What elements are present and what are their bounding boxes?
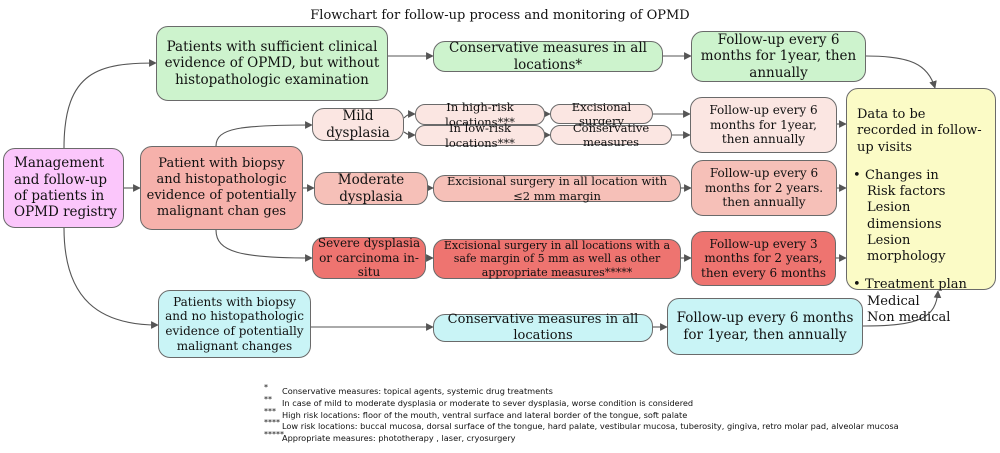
footnote-mark: ** xyxy=(264,394,272,404)
followup-moderate-node[interactable]: Follow-up every 6 months for 2 years. th… xyxy=(691,160,837,216)
conservative-mid-node[interactable]: Conservative measures xyxy=(550,121,672,149)
record-heading: Data to be recorded in follow-up visits xyxy=(857,107,982,155)
footnote-text: Appropriate measures: phototherapy , las… xyxy=(282,433,516,444)
connector-followup-top-to-record xyxy=(865,55,937,89)
followup-severe-node[interactable]: Follow-up every 3 months for 2 years, th… xyxy=(691,231,836,286)
footnotes: * Conservative measures: topical agents,… xyxy=(264,383,964,445)
connector-management-to-no-histo xyxy=(63,59,157,149)
high-risk-node[interactable]: In high-risk locations*** xyxy=(415,100,545,129)
connector-biopsy-pm-to-mild xyxy=(215,121,313,147)
footnote-text: Conservative measures: topical agents, s… xyxy=(282,386,553,396)
footnote: * Conservative measures: topical agents,… xyxy=(264,383,964,398)
biopsy-no-node[interactable]: Patients with biopsy and no histopatholo… xyxy=(158,290,311,358)
footnote-mark: ***** xyxy=(264,430,284,440)
followup-bottom-node[interactable]: Follow-up every 6 months for 1year, then… xyxy=(667,298,863,355)
low-risk-node[interactable]: In low-risk locations*** xyxy=(415,121,545,150)
connector-biopsy-pm-to-severe xyxy=(215,229,313,262)
no-histopathology-node[interactable]: Patients with sufficient clinical eviden… xyxy=(156,26,388,101)
footnote: *** High risk locations: floor of the mo… xyxy=(264,406,964,422)
record-changes: •Changes in xyxy=(853,167,939,183)
footnote: **** Low risk locations: buccal mucosa, … xyxy=(264,418,964,433)
record-change-item: Lesion morphology xyxy=(867,232,946,264)
moderate-dysplasia-node[interactable]: Moderate dysplasia xyxy=(314,172,428,205)
management-node[interactable]: Management and follow-up of patients in … xyxy=(3,148,124,228)
excisional-severe-node[interactable]: Excisional surgery in all locations with… xyxy=(433,239,681,279)
record-content: Data to be recorded in follow-up visits … xyxy=(853,107,989,326)
mild-dysplasia-node[interactable]: Mild dysplasia xyxy=(312,108,404,141)
conservative-top-node[interactable]: Conservative measures in all locations* xyxy=(433,40,663,73)
conservative-bottom-node[interactable]: Conservative measures in all locations xyxy=(433,312,653,343)
footnote: ***** Appropriate measures: phototherapy… xyxy=(264,430,964,445)
record-node[interactable]: Data to be recorded in follow-up visits … xyxy=(846,88,996,325)
footnote-text: Low risk locations: buccal mucosa, dorsa… xyxy=(282,421,899,432)
record-treatment-item: Medical xyxy=(867,293,920,309)
excisional-moderate-node[interactable]: Excisional surgery in all location with … xyxy=(433,174,681,203)
connector-mild-to-low-risk xyxy=(403,131,416,139)
connector-mild-to-high-risk xyxy=(403,110,416,119)
footnote-text: In case of mild to moderate dysplasia or… xyxy=(282,397,694,408)
diagram-title: Flowchart for follow-up process and moni… xyxy=(310,8,690,23)
bullet-icon: • xyxy=(853,277,861,293)
bullet-icon: • xyxy=(853,167,861,183)
footnote-text: High risk locations: floor of the mouth,… xyxy=(282,409,688,420)
connector-followup-bottom-to-record xyxy=(862,290,942,327)
record-treatment: •Treatment plan xyxy=(853,277,967,293)
footnote-mark: **** xyxy=(264,418,280,428)
record-treatment-item: Non medical xyxy=(867,309,951,325)
severe-dysplasia-node[interactable]: Severe dysplasia or carcinoma in-situ xyxy=(312,236,426,279)
connector-management-to-biopsy-no xyxy=(63,227,159,329)
record-change-item: Risk factors xyxy=(867,184,946,199)
footnote-mark: *** xyxy=(264,406,276,416)
footnote: ** In case of mild to moderate dysplasia… xyxy=(264,394,964,410)
record-change-item: Lesion dimensions xyxy=(867,200,942,232)
followup-mild-node[interactable]: Follow-up every 6 months for 1year, then… xyxy=(690,97,837,153)
footnote-mark: * xyxy=(264,383,268,392)
biopsy-pm-node[interactable]: Patient with biopsy and histopathologic … xyxy=(140,146,303,230)
followup-top-node[interactable]: Follow-up every 6 months for 1year, then… xyxy=(691,31,866,82)
